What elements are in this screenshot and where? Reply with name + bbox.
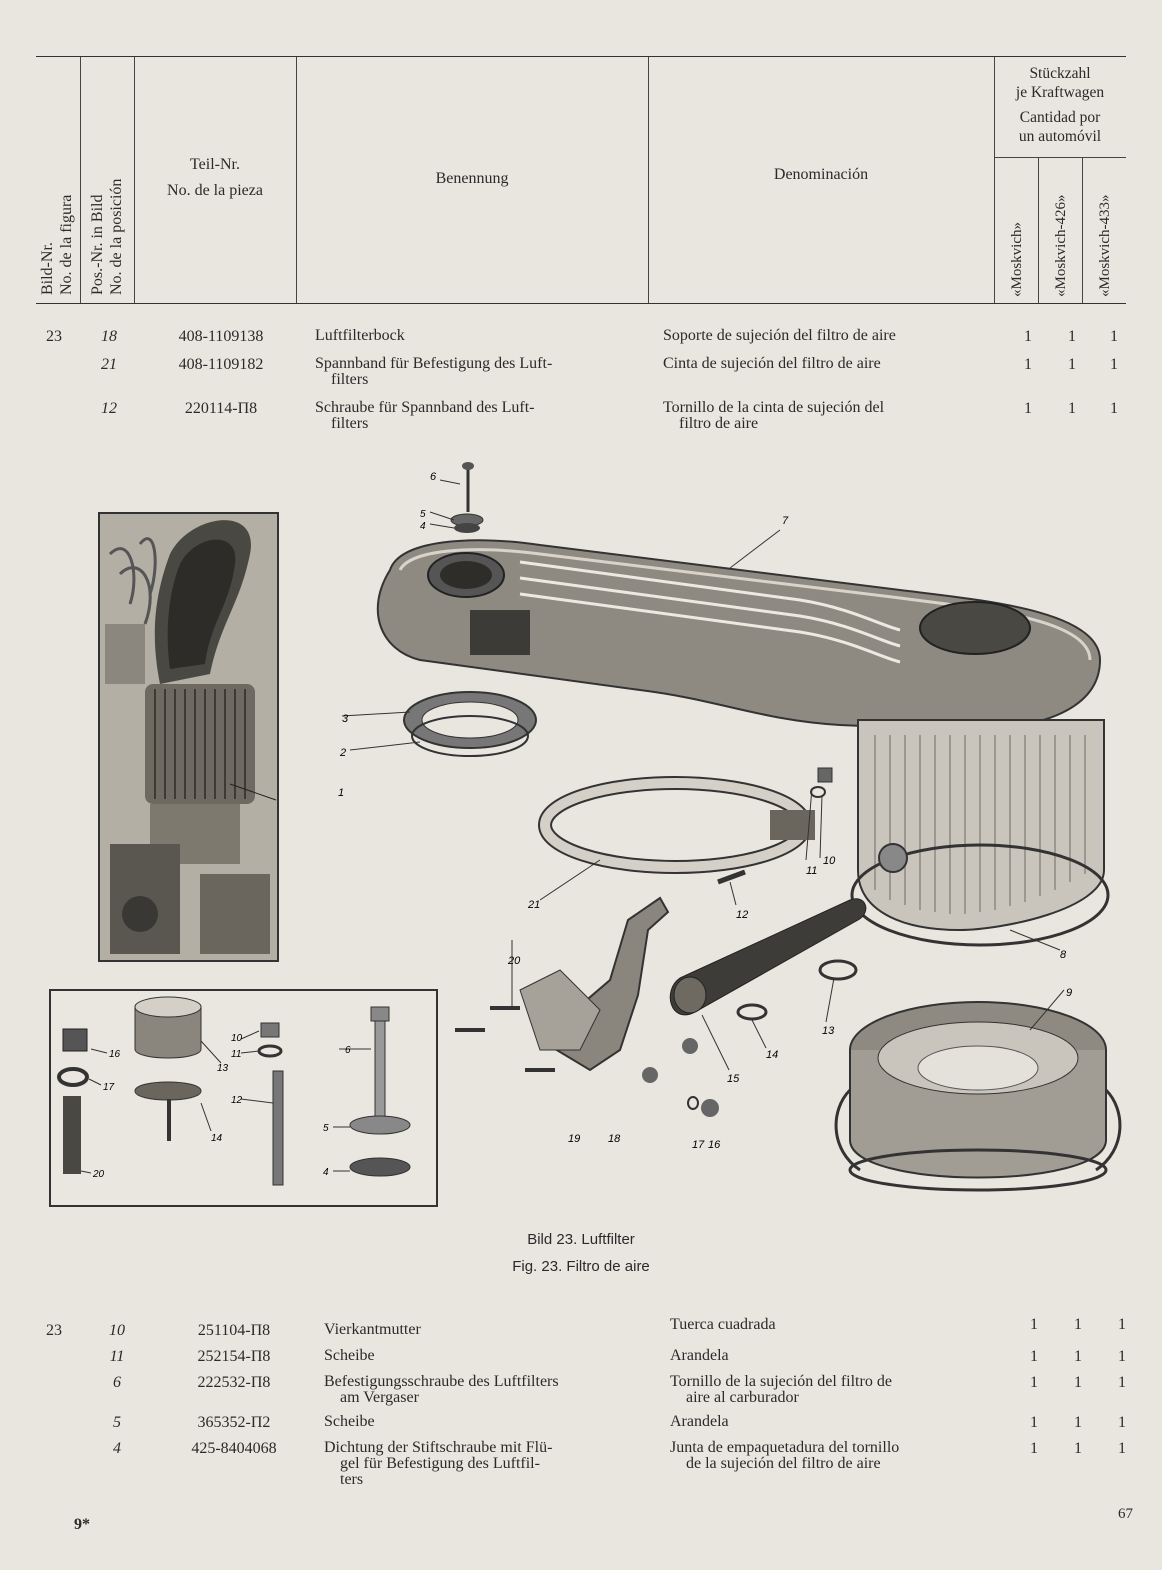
callout-5: 5 bbox=[420, 509, 426, 520]
detail-callout-14: 14 bbox=[211, 1133, 223, 1144]
callout-16: 16 bbox=[708, 1139, 721, 1151]
column-divider bbox=[994, 57, 995, 303]
detail-callout-16: 16 bbox=[109, 1049, 121, 1060]
header-model-moskvich: «Moskvich» bbox=[1009, 222, 1025, 297]
detail-inset-drawing: 16 17 20 13 14 10 11 12 6 5 4 bbox=[57, 996, 411, 1186]
figure-caption-spanish: Fig. 23. Filtro de aire bbox=[512, 1258, 650, 1275]
callout-19: 19 bbox=[568, 1133, 580, 1145]
callout-9: 9 bbox=[1066, 987, 1072, 999]
column-divider bbox=[80, 57, 81, 303]
callout-14: 14 bbox=[766, 1049, 778, 1061]
header-model-moskvich-433: «Moskvich-433» bbox=[1097, 194, 1113, 298]
detail-callout-5: 5 bbox=[323, 1123, 329, 1134]
callout-1: 1 bbox=[338, 787, 344, 799]
sheet-signature: 9* bbox=[74, 1516, 90, 1533]
engine-photo bbox=[98, 512, 279, 962]
column-divider bbox=[1082, 157, 1083, 303]
detail-callout-12: 12 bbox=[231, 1095, 243, 1106]
header-part-number: Teil-Nr. No. de la pieza bbox=[167, 156, 263, 199]
detail-inset: 16 17 20 13 14 10 11 12 6 5 4 bbox=[49, 989, 438, 1207]
callout-4: 4 bbox=[420, 521, 426, 532]
engine-photo-drawing bbox=[100, 514, 277, 960]
header-german-name: Benennung bbox=[435, 170, 509, 187]
detail-callout-6: 6 bbox=[345, 1045, 351, 1056]
exploded-view-drawing: 3 2 1 6 5 4 7 8 9 10 11 12 13 14 15 16 1… bbox=[338, 462, 1122, 1192]
callout-18: 18 bbox=[608, 1133, 621, 1145]
callout-20: 20 bbox=[507, 955, 521, 967]
column-divider bbox=[648, 57, 649, 303]
column-divider bbox=[134, 57, 135, 303]
header-spanish-name: Denominación bbox=[773, 166, 869, 183]
callout-17: 17 bbox=[692, 1139, 705, 1151]
column-divider bbox=[1038, 157, 1039, 303]
callout-3: 3 bbox=[342, 713, 349, 725]
callout-8: 8 bbox=[1060, 949, 1067, 961]
callout-21: 21 bbox=[527, 899, 540, 911]
callout-7: 7 bbox=[782, 515, 789, 527]
callout-12: 12 bbox=[736, 909, 748, 921]
detail-callout-4: 4 bbox=[323, 1167, 329, 1178]
detail-callout-11: 11 bbox=[231, 1049, 241, 1060]
callout-13: 13 bbox=[822, 1025, 835, 1037]
callout-2: 2 bbox=[339, 747, 346, 759]
callout-15: 15 bbox=[727, 1073, 740, 1085]
page-number: 67 bbox=[1118, 1506, 1133, 1522]
detail-callout-17: 17 bbox=[103, 1082, 115, 1093]
figure-caption-german: Bild 23. Luftfilter bbox=[527, 1231, 635, 1248]
detail-callout-10: 10 bbox=[231, 1033, 243, 1044]
detail-callout-20: 20 bbox=[92, 1169, 105, 1180]
column-divider bbox=[296, 57, 297, 303]
callout-11: 11 bbox=[806, 865, 817, 877]
header-model-moskvich-426: «Moskvich-426» bbox=[1053, 194, 1069, 298]
table-header: Bild-Nr.No. de la figura Pos.-Nr. in Bil… bbox=[36, 56, 1126, 304]
callout-10: 10 bbox=[823, 855, 836, 867]
callout-6: 6 bbox=[430, 471, 437, 483]
header-figure-number: Bild-Nr.No. de la figura bbox=[39, 194, 75, 295]
detail-callout-13: 13 bbox=[217, 1063, 229, 1074]
